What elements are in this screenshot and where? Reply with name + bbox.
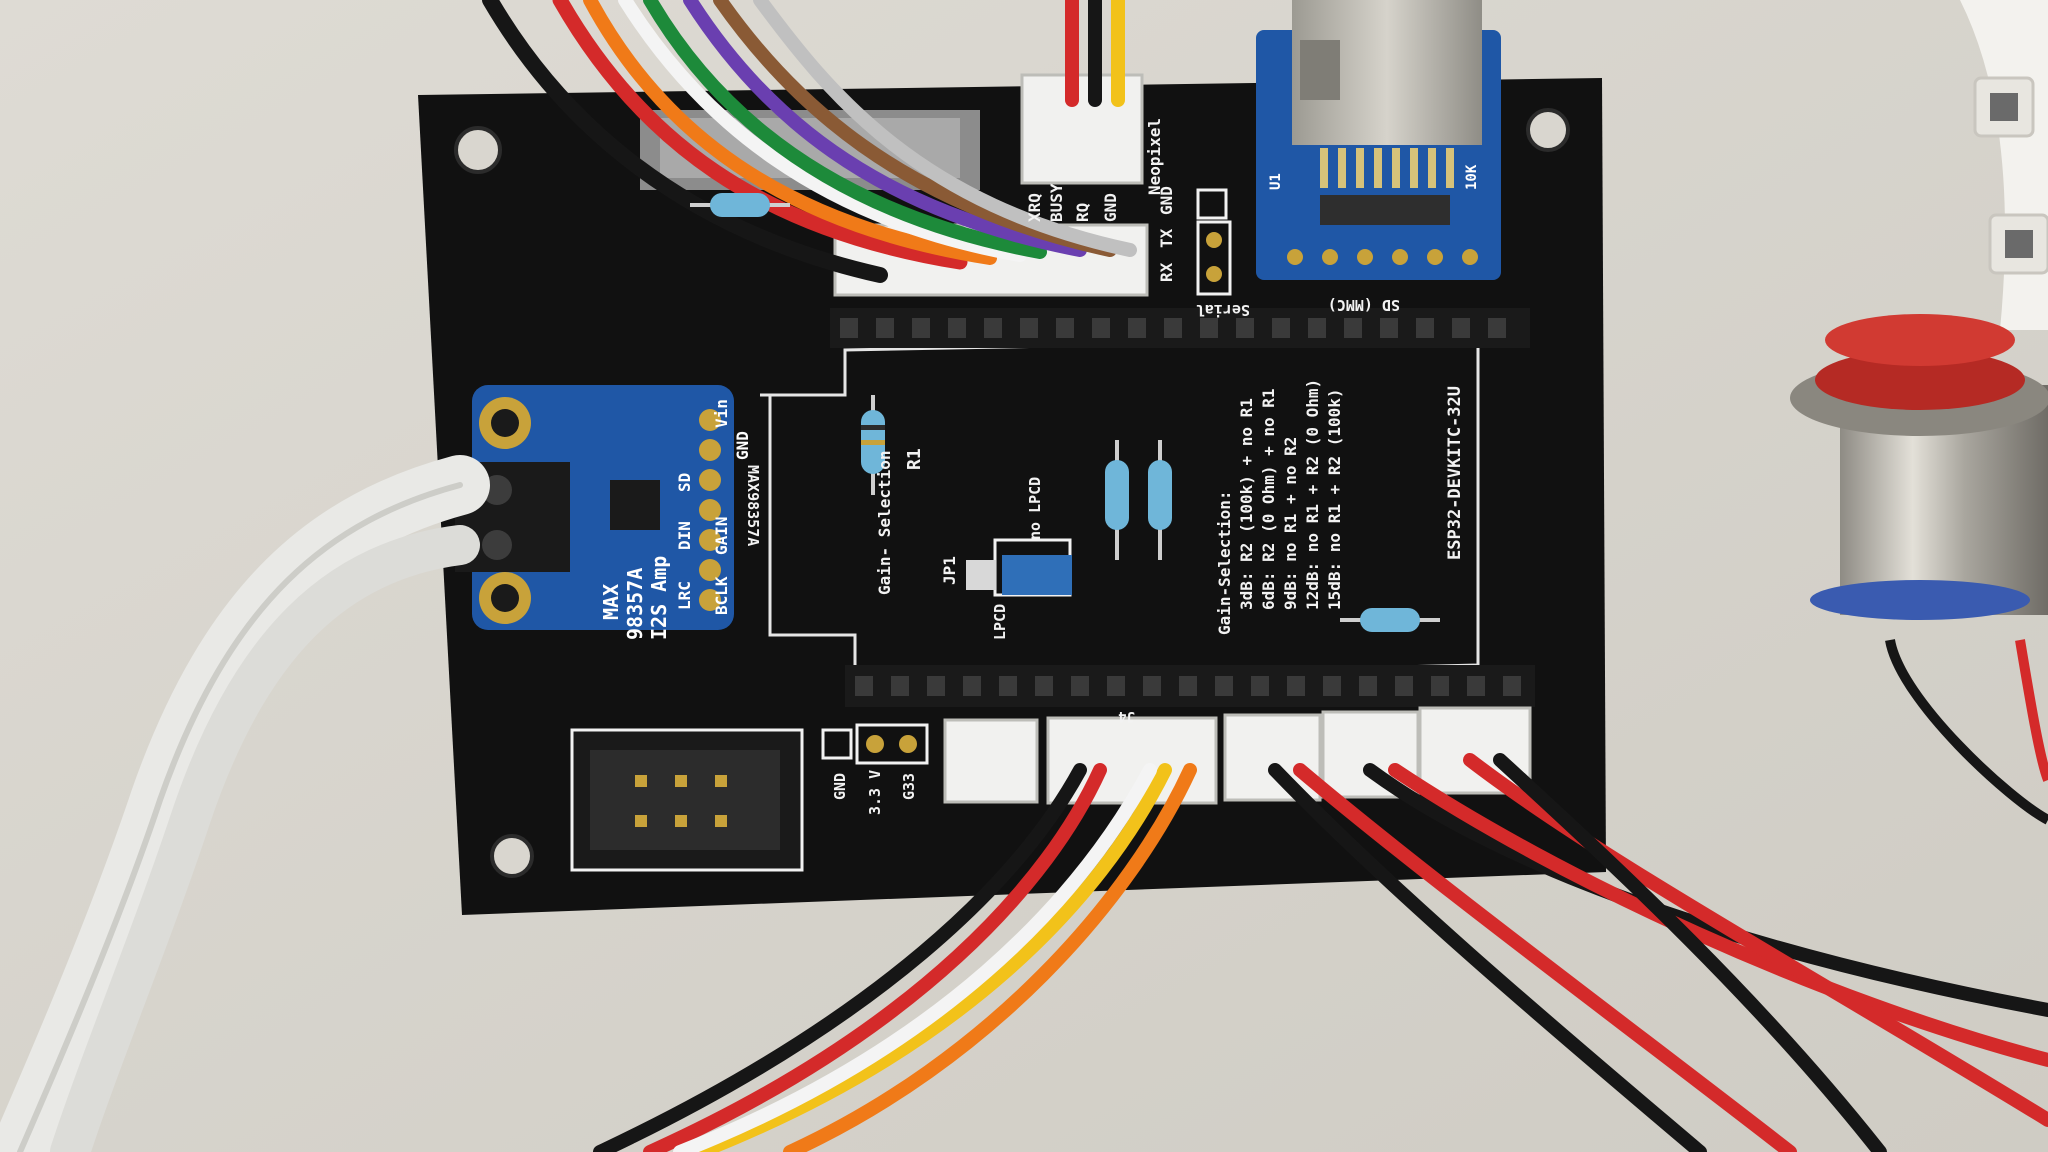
speaker-cable	[0, 455, 490, 1152]
top-wire-bundle	[482, 0, 1137, 283]
label-gain-line-12db: 12dB: no R1 + R2 (0 Ohm)	[1303, 379, 1322, 610]
label-gain-title: Gain-Selection:	[1215, 491, 1234, 636]
label-esp32: ESP32-DEVKITC-32U	[1445, 386, 1465, 560]
lpcd-jumper	[966, 538, 1072, 597]
sd-module-10k: 10K	[1464, 164, 1480, 190]
label-r1: R1	[904, 448, 925, 470]
label-gain-line-6db: 6dB: R2 (0 Ohm) + no R1	[1259, 388, 1278, 610]
label-lpcd: LPCD	[991, 604, 1009, 640]
label-jp1: JP1	[940, 556, 959, 585]
label-gain-line-15db: 15dB: no R1 + R2 (100k)	[1325, 388, 1344, 610]
amp-pin-gnd: GND	[733, 431, 752, 460]
sd-module-u1: U1	[1268, 173, 1284, 190]
esp32-header-top	[830, 308, 1530, 348]
resistor-top-left	[690, 193, 790, 217]
amp-module-label-1: MAX	[599, 584, 623, 620]
amp-pin-sd: SD	[675, 473, 694, 492]
bottom-wires	[593, 753, 2048, 1152]
label-busy: BUSY	[1047, 183, 1066, 222]
label-sd-mmc: SD (MMC)	[1328, 296, 1400, 314]
label-gain-line-9db: 9dB: no R1 + no R2	[1281, 437, 1300, 610]
label-rq: RQ	[1073, 203, 1092, 222]
neopixel-ring	[1960, 0, 2048, 330]
label-gain-selection: Gain- Selection	[875, 451, 894, 596]
amp-pin-gain: GAIN	[712, 516, 731, 555]
resistor-pair	[1105, 440, 1172, 560]
label-gnd-top: GND	[1101, 193, 1120, 222]
bottom-connectors	[943, 706, 1532, 805]
label-pwr-gnd: GND	[831, 773, 849, 800]
isp-box-header	[570, 728, 804, 872]
label-gnd-serial: GND	[1157, 186, 1176, 215]
label-pwr-33v: 3.3 V	[866, 770, 884, 815]
label-no-lpcd: no LPCD	[1026, 477, 1044, 540]
amp-pin-lrc: LRC	[675, 581, 694, 610]
label-j4: J4	[1118, 708, 1135, 724]
resistor-bottom	[1340, 608, 1440, 632]
label-rx: RX	[1157, 262, 1176, 282]
power-pins	[821, 723, 929, 765]
amp-module-label-3: I2S Amp	[647, 556, 671, 640]
label-max-board: MAX98357A	[744, 465, 762, 546]
amp-pin-bclk: BCLK	[712, 576, 731, 615]
label-tx: TX	[1157, 228, 1176, 248]
amp-module-label-2: 98357A	[623, 568, 647, 640]
sd-card-module: U1 10K	[1256, 0, 1501, 280]
amp-pin-vin: Vin	[712, 399, 731, 428]
label-gain-line-3db: 3dB: R2 (100k) + no R1	[1237, 398, 1256, 610]
amp-module: MAX 98357A I2S Amp Vin GND SD GAIN DIN B…	[455, 385, 752, 640]
label-neopixel: Neopixel	[1145, 118, 1164, 195]
serial-pins	[1196, 188, 1232, 296]
resistor-gain	[861, 395, 885, 495]
label-serial: Serial	[1196, 301, 1250, 319]
push-button	[1790, 314, 2048, 825]
label-pwr-g33: G33	[900, 773, 918, 800]
amp-pin-din: DIN	[675, 521, 694, 550]
esp32-header-bottom	[845, 665, 1535, 707]
label-xrq: XRQ	[1025, 193, 1044, 222]
